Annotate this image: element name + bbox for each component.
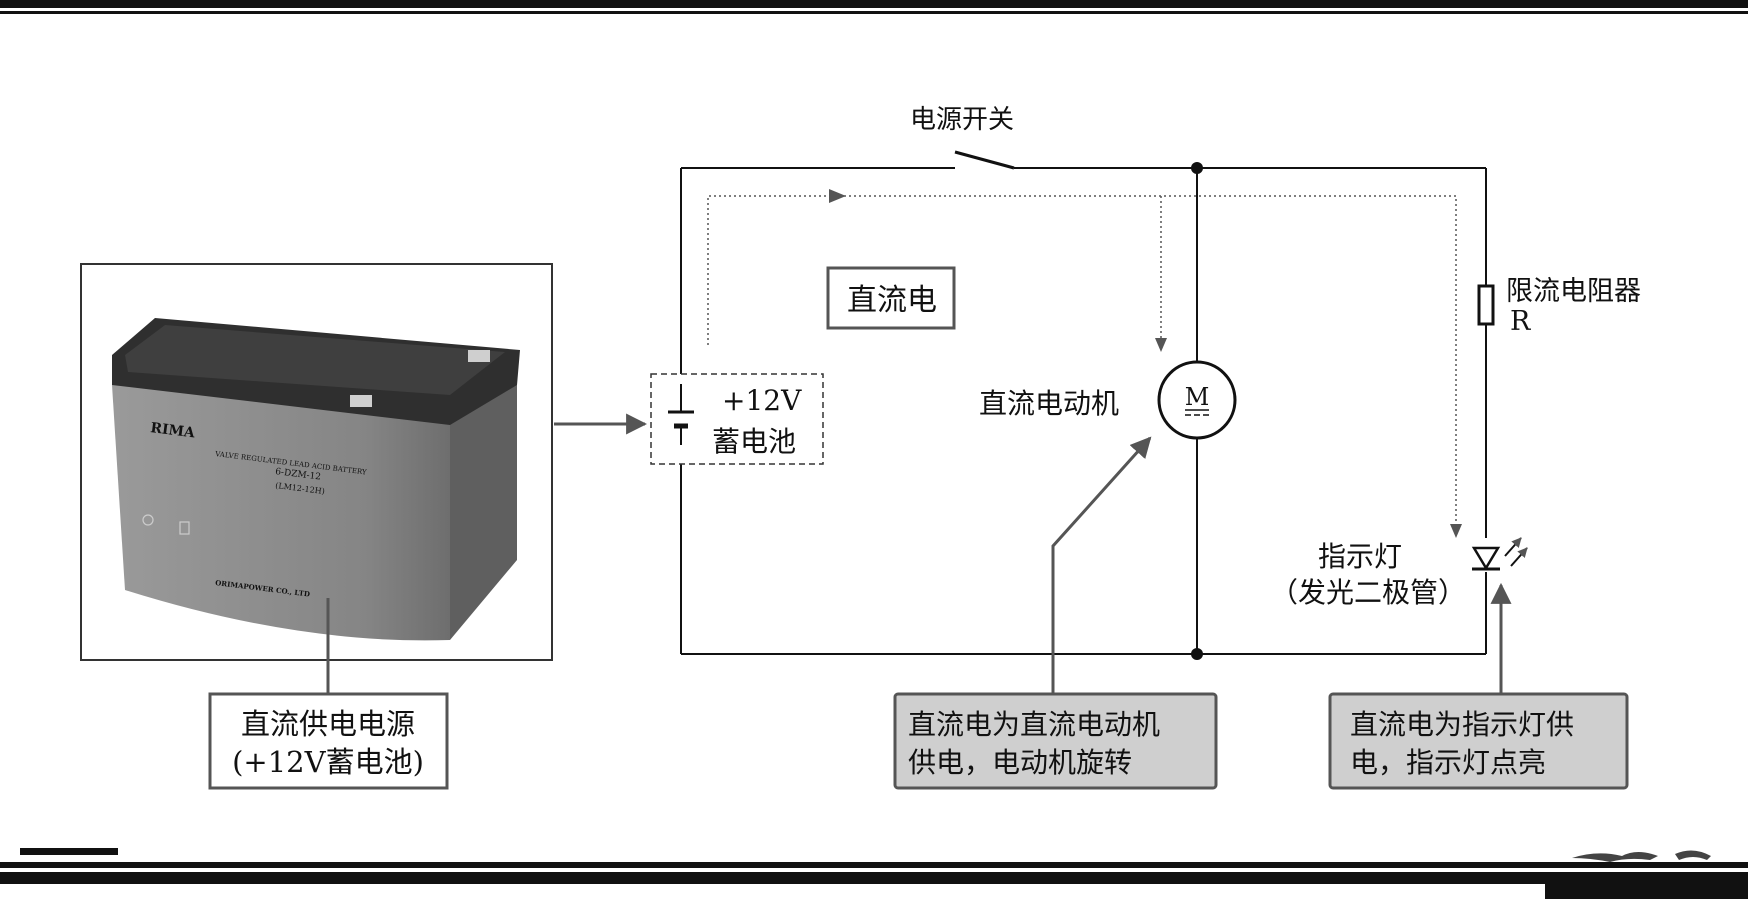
battery-symbol: +12V 蓄电池 bbox=[650, 373, 824, 465]
flow-to-led-arrow bbox=[1450, 524, 1462, 538]
battery-dashed-box bbox=[650, 373, 824, 465]
battery-body bbox=[112, 385, 450, 641]
recycle-mark bbox=[142, 514, 154, 526]
led-symbol bbox=[1471, 537, 1528, 571]
bin-mark bbox=[179, 521, 190, 535]
led-callout: 直流电为指示灯供 电，指示灯点亮 bbox=[1328, 692, 1629, 790]
battery-brand: RIMA bbox=[150, 420, 197, 441]
circuit-wires bbox=[680, 167, 1487, 655]
junction-bottom bbox=[1191, 648, 1203, 660]
flow-to-motor-arrow bbox=[1155, 338, 1167, 352]
battery-side bbox=[450, 360, 517, 640]
motor-callout-arrow bbox=[1051, 436, 1152, 694]
current-flow-path bbox=[707, 195, 1457, 528]
resistor-name: 限流电阻器 bbox=[1506, 276, 1641, 307]
led-note-line2: 电，指示灯点亮 bbox=[1350, 746, 1546, 779]
led-light-ray-1 bbox=[1504, 537, 1522, 557]
switch-label: 电源开关 bbox=[910, 105, 1014, 135]
switch-blade bbox=[954, 150, 1015, 170]
motor-callout: 直流电为直流电动机 供电，电动机旋转 bbox=[893, 692, 1218, 790]
motor-symbol: M bbox=[1157, 360, 1237, 440]
motor-note-line2: 供电，电动机旋转 bbox=[908, 746, 1132, 779]
terminal-2 bbox=[468, 350, 490, 362]
resistor-symbol-letter: R bbox=[1510, 306, 1531, 337]
battery-voltage: +12V bbox=[722, 384, 802, 417]
flow-direction-arrow bbox=[829, 189, 846, 203]
resistor-symbol bbox=[1477, 284, 1495, 326]
led-label-line1: 指示灯 bbox=[1318, 540, 1402, 573]
power-source-line1: 直流供电电源 bbox=[241, 707, 415, 741]
motor-note-line1: 直流电为直流电动机 bbox=[908, 708, 1160, 741]
dc-label-box bbox=[826, 266, 956, 330]
terminal-1 bbox=[350, 395, 372, 407]
led-note-line1: 直流电为指示灯供 bbox=[1350, 708, 1574, 741]
power-source-line2: (+12V蓄电池) bbox=[232, 745, 424, 779]
power-source-callout: 直流供电电源 (+12V蓄电池) bbox=[208, 692, 449, 790]
page-ornament-2 bbox=[1675, 850, 1711, 860]
battery-name: 蓄电池 bbox=[712, 425, 796, 458]
motor-label: 直流电动机 bbox=[979, 387, 1119, 420]
junction-top bbox=[1191, 162, 1203, 174]
led-label-line2: （发光二极管） bbox=[1270, 576, 1466, 609]
led-light-ray-2 bbox=[1510, 547, 1528, 567]
led-triangle bbox=[1471, 546, 1501, 571]
battery-photo: RIMA VALVE REGULATED LEAD ACID BATTERY 6… bbox=[80, 263, 553, 661]
page-ornament bbox=[1572, 852, 1658, 862]
motor-circle bbox=[1157, 360, 1237, 440]
motor-symbol-letter: M bbox=[1185, 383, 1210, 411]
dc-label: 直流电 bbox=[847, 283, 937, 318]
